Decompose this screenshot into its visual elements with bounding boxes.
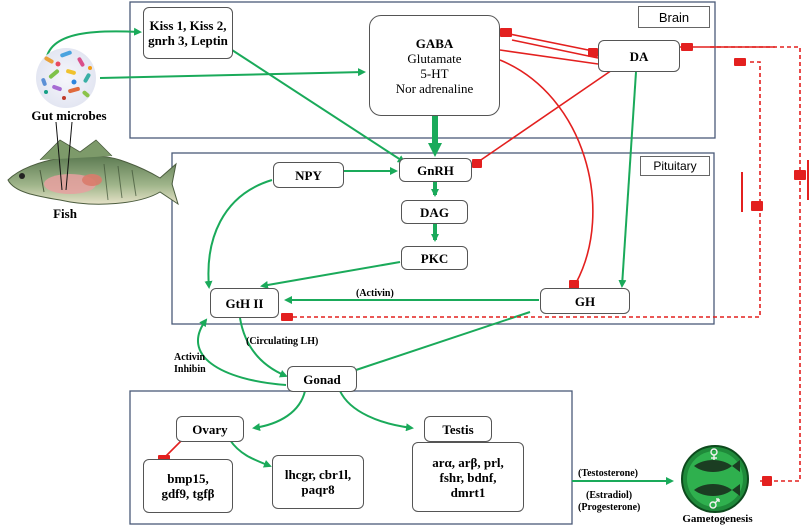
pituitary-panel (171, 152, 715, 325)
kiss-gnrh3-leptin-node: Kiss 1, Kiss 2, gnrh 3, Leptin (143, 7, 233, 59)
brain-panel (129, 1, 716, 139)
edge-ovary-to-receptors (229, 439, 272, 468)
npy-node: NPY (273, 162, 344, 188)
gnrh-node: GnRH (399, 158, 472, 182)
brain-region-label: Brain (638, 6, 710, 28)
testis-genes-line-3: dmrt1 (450, 484, 486, 500)
inhibition-tick-marks (741, 160, 809, 212)
edge-kiss-to-gnrh (231, 49, 406, 164)
glutamate-label: Glutamate (407, 50, 462, 66)
stimulatory-edges (45, 27, 674, 485)
pituitary-region-label: Pituitary (640, 156, 710, 176)
edge-gonad-to-testis (339, 390, 414, 432)
pkc-node: PKC (401, 246, 468, 270)
ovary-receptors-line-1: lhcgr, cbr1l, (284, 467, 352, 482)
gaba-label: GABA (415, 35, 454, 51)
progesterone-label: (Progesterone) (578, 502, 641, 513)
gth2-node: GtH II (210, 288, 279, 318)
serotonin-label: 5-HT (420, 65, 449, 81)
dag-node: DAG (401, 200, 468, 224)
inhibitory-edges (290, 31, 801, 482)
edge-da-inhibits-gaba (511, 39, 599, 59)
neurotransmitter-node: GABA Glutamate 5-HT Nor adrenaline (369, 15, 500, 116)
gametogenesis-label: Gametogenesis (682, 513, 753, 525)
edge-gaba-inhibits-gh (499, 59, 594, 284)
estradiol-label: (Estradiol) (586, 490, 633, 501)
testis-genes-node: arα, arβ, prl, fshr, bdnf, dmrt1 (412, 442, 524, 512)
edge-pkc-to-gth2 (260, 261, 401, 289)
activin-edge-label: (Activin) (356, 288, 394, 299)
edge-da-inhibits-gth2 (290, 61, 761, 318)
ovary-genes-line-1: bmp15, (167, 471, 209, 486)
ovary-genes-line-2: gdf9, tgfβ (161, 486, 215, 501)
edge-gth2-to-gonad (239, 317, 288, 378)
edge-da-inhibits-gnrh (474, 67, 616, 165)
gut-microbes-label: Gut microbes (31, 108, 107, 123)
testis-node: Testis (424, 416, 492, 442)
edge-gonad-to-ovary (252, 390, 306, 432)
gh-node: GH (540, 288, 630, 314)
circulating-lh-edge-label: (Circulating LH) (246, 336, 319, 347)
inhibin-feedback-label: Inhibin (174, 364, 206, 375)
noradrenaline-label: Nor adrenaline (395, 80, 474, 96)
edge-da-to-gh (618, 71, 637, 288)
ovary-genes-node: bmp15, gdf9, tgfβ (143, 459, 233, 513)
edge-microbes-to-gaba (99, 68, 366, 79)
microbe-fish-pointers (55, 121, 73, 191)
edge-gaba-inhibits-da-2 (499, 49, 599, 65)
testosterone-label: (Testosterone) (578, 468, 638, 479)
testis-genes-line-1: arα, arβ, prl, (432, 454, 504, 470)
gut-microbes-icon (36, 48, 96, 108)
edge-da-to-gametogenesis (710, 46, 801, 482)
testis-genes-line-2: fshr, bdnf, (439, 469, 497, 485)
edge-gonad-to-gth2 (197, 318, 287, 386)
ovary-receptors-node: lhcgr, cbr1l, paqr8 (272, 455, 364, 509)
da-node: DA (598, 40, 680, 72)
edge-microbes-to-kiss (45, 27, 142, 63)
edge-gh-to-gonad (348, 311, 531, 374)
ovary-node: Ovary (176, 416, 244, 442)
gonad-node: Gonad (287, 366, 357, 392)
fish-illustration (7, 139, 179, 206)
bmp-inhibition-line (163, 439, 183, 459)
gametogenesis-icon (681, 445, 749, 513)
activin-feedback-label: Activin (174, 352, 206, 363)
edge-gaba-inhibits-da-1 (499, 31, 599, 53)
ovary-receptors-line-2: paqr8 (301, 482, 335, 497)
edge-npy-to-gth2 (204, 179, 273, 289)
fish-label: Fish (53, 206, 77, 221)
